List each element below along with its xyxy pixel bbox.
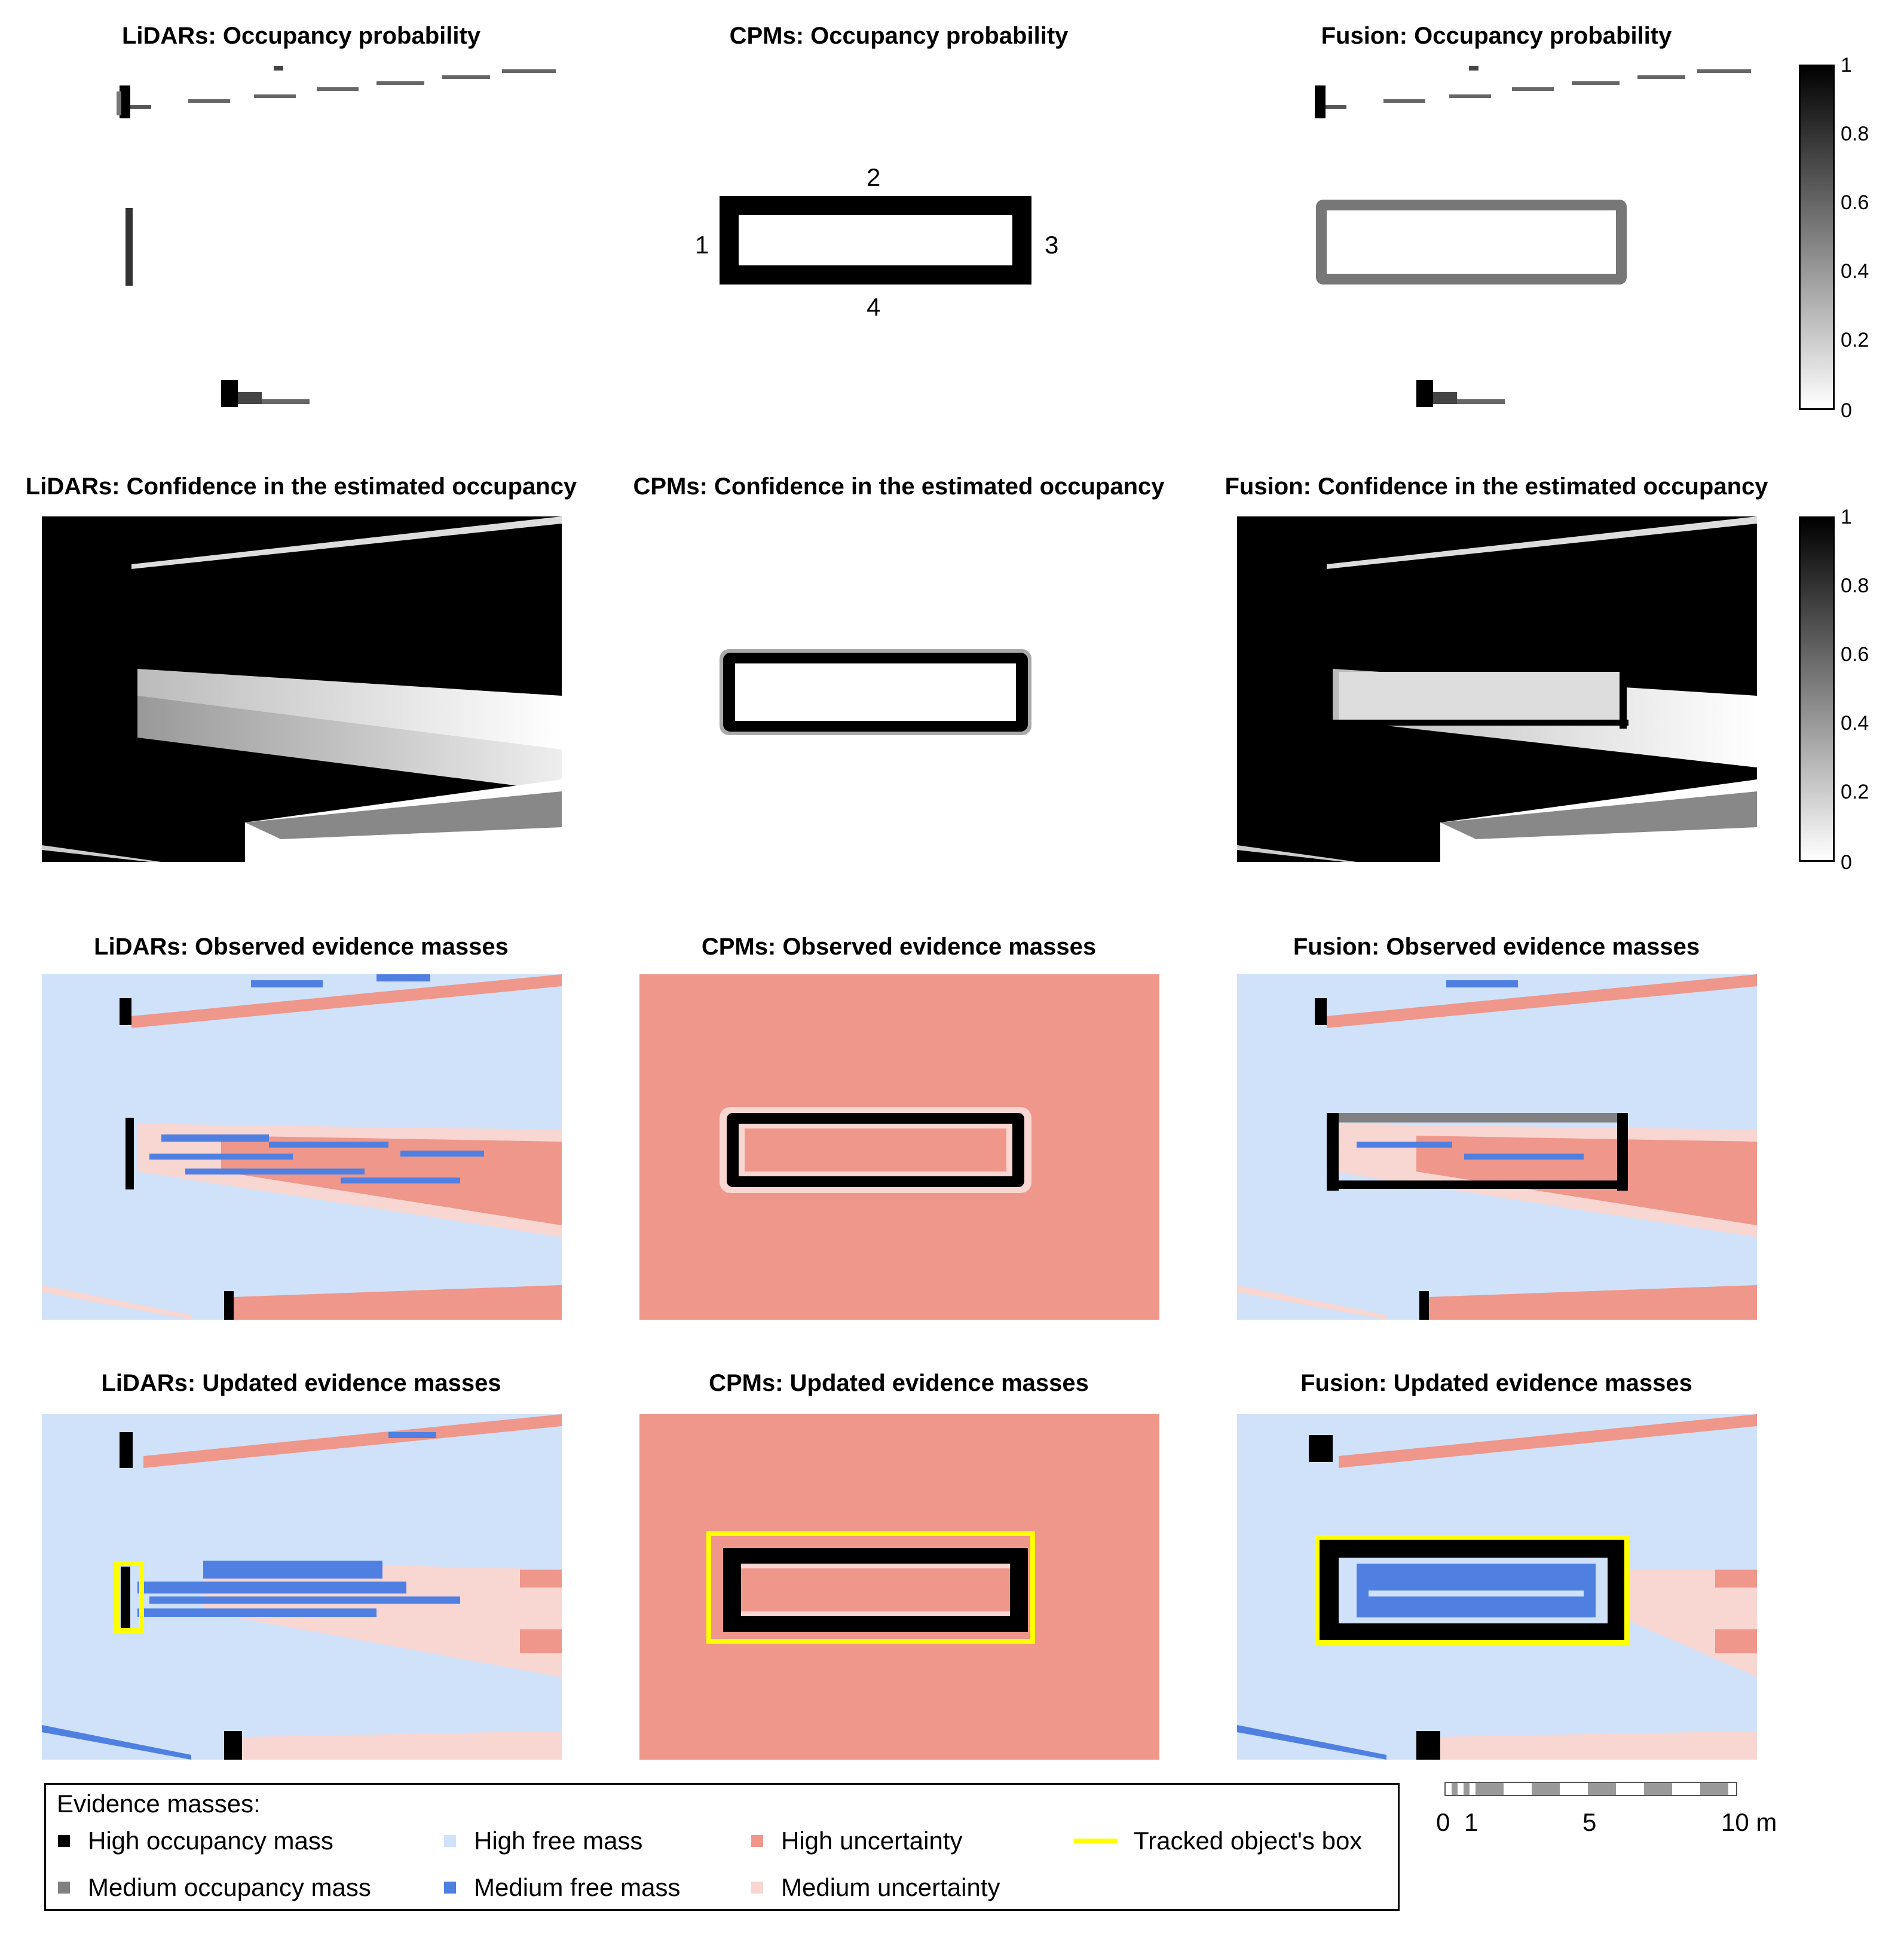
colorbar-tick: 1 [1841, 54, 1852, 77]
legend-swatch-high-uncertainty [751, 1835, 763, 1847]
colorbar-tick: 0.8 [1841, 123, 1869, 145]
panel-title-cpm-confidence: CPMs: Confidence in the estimated occupa… [633, 473, 1165, 500]
panel-title-lidar-updated: LiDARs: Updated evidence masses [101, 1370, 501, 1396]
panel-title-cpm-observed: CPMs: Observed evidence masses [701, 934, 1097, 960]
panel-cpm-occupancy [639, 65, 1159, 410]
panel-cpm-confidence [639, 516, 1159, 862]
side-label-4: 4 [867, 293, 881, 321]
legend-title: Evidence masses: [57, 1790, 261, 1818]
panel-title-lidar-confidence: LiDARs: Confidence in the estimated occu… [25, 473, 577, 500]
side-label-3: 3 [1045, 231, 1059, 259]
scale-label-0: 0 [1436, 1808, 1450, 1836]
panel-fusion-occupancy [1237, 65, 1757, 410]
scale-bar [1444, 1782, 1737, 1796]
side-label-1: 1 [695, 231, 709, 259]
panel-lidar-confidence [42, 516, 562, 862]
side-label-2: 2 [867, 163, 881, 191]
colorbar-occupancy [1799, 65, 1835, 410]
panel-fusion-confidence [1237, 516, 1757, 862]
colorbar-tick: 0.8 [1841, 574, 1869, 597]
legend-item-medium-occupancy: Medium occupancy mass [88, 1873, 371, 1901]
panel-cpm-updated [639, 1414, 1159, 1760]
legend-swatch-high-occupancy [58, 1835, 70, 1847]
legend-swatch-tracked-box [1074, 1839, 1117, 1843]
panel-title-fusion-confidence: Fusion: Confidence in the estimated occu… [1225, 473, 1768, 500]
panel-title-fusion-updated: Fusion: Updated evidence masses [1300, 1370, 1692, 1396]
legend-item-high-free: High free mass [474, 1827, 643, 1855]
colorbar-tick: 1 [1841, 506, 1852, 528]
panel-lidar-occupancy [42, 65, 562, 410]
panel-cpm-observed [639, 974, 1159, 1320]
scale-label-1: 1 [1464, 1808, 1478, 1836]
legend-swatch-medium-uncertainty [751, 1882, 763, 1894]
colorbar-tick: 0.4 [1841, 260, 1869, 283]
panel-title-fusion-observed: Fusion: Observed evidence masses [1293, 934, 1700, 960]
panel-title-cpm-updated: CPMs: Updated evidence masses [709, 1370, 1089, 1396]
colorbar-tick: 0.6 [1841, 191, 1869, 214]
panel-title-fusion-occupancy: Fusion: Occupancy probability [1321, 23, 1672, 49]
legend-item-tracked-box: Tracked object's box [1134, 1827, 1363, 1855]
panel-title-lidar-occupancy: LiDARs: Occupancy probability [121, 23, 481, 49]
colorbar-tick: 0.2 [1841, 781, 1869, 803]
panel-fusion-updated [1237, 1414, 1757, 1760]
colorbar-tick: 0 [1841, 851, 1852, 874]
panel-lidar-updated [42, 1414, 562, 1760]
legend: Evidence masses: High occupancy mass Med… [44, 1783, 1400, 1911]
legend-swatch-high-free [444, 1835, 456, 1847]
legend-item-medium-uncertainty: Medium uncertainty [781, 1873, 1000, 1901]
panel-title-lidar-observed: LiDARs: Observed evidence masses [94, 934, 509, 960]
scale-label-10m: 10 m [1721, 1808, 1777, 1836]
legend-swatch-medium-free [444, 1882, 456, 1894]
colorbar-tick: 0.6 [1841, 643, 1869, 666]
scale-label-5: 5 [1582, 1808, 1597, 1836]
panel-lidar-observed [42, 974, 562, 1320]
colorbar-tick: 0.2 [1841, 329, 1869, 351]
colorbar-tick: 0.4 [1841, 712, 1869, 735]
legend-item-high-uncertainty: High uncertainty [781, 1827, 963, 1855]
colorbar-tick: 0 [1841, 399, 1852, 422]
legend-swatch-medium-occupancy [58, 1882, 70, 1894]
colorbar-confidence [1799, 516, 1835, 862]
legend-item-medium-free: Medium free mass [474, 1873, 681, 1901]
panel-title-cpm-occupancy: CPMs: Occupancy probability [729, 23, 1069, 49]
panel-fusion-observed [1237, 974, 1757, 1320]
legend-item-high-occupancy: High occupancy mass [88, 1827, 333, 1855]
